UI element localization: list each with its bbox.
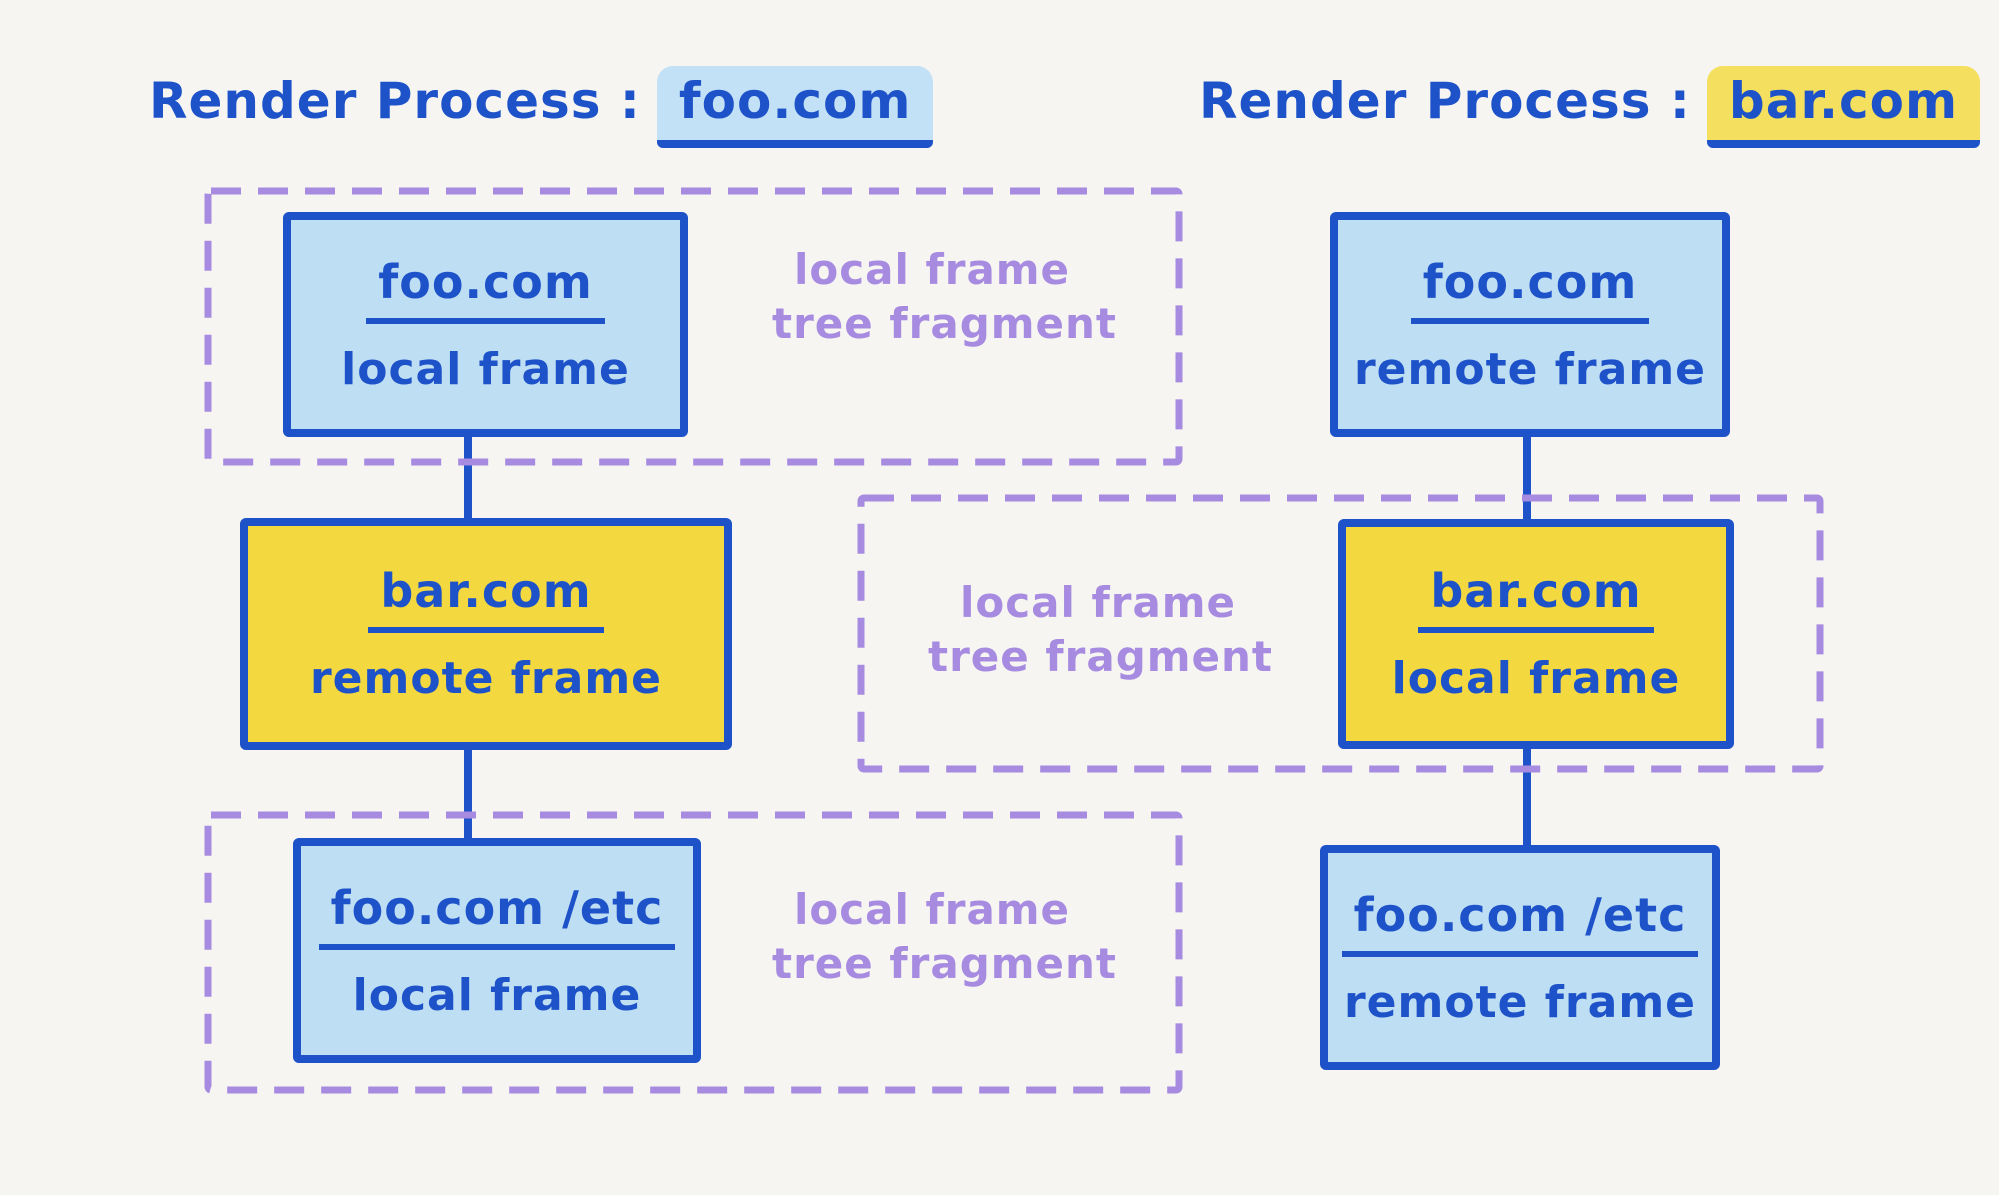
fragment-outline-middle-right (857, 494, 1824, 773)
node-foo-local-frame: foo.com local frame (283, 212, 688, 437)
node-foo-remote-frame: foo.com remote frame (1330, 212, 1730, 437)
node-frame-type-label: local frame (1391, 653, 1681, 704)
fragment-label-line: tree fragment (928, 631, 1274, 681)
fragment-label-line: local frame (959, 578, 1237, 627)
fragment-label-line: tree fragment (772, 298, 1118, 348)
node-domain-label: foo.com (366, 255, 605, 324)
node-frame-type-label: local frame (341, 343, 630, 395)
node-frame-type-label: remote frame (1343, 976, 1697, 1028)
render-process-foo-title-prefix: Render Process : (149, 72, 641, 130)
node-fooetc-remote-frame: foo.com /etc remote frame (1320, 845, 1720, 1070)
render-process-bar-title-domain-highlight: bar.com (1706, 66, 1981, 148)
render-process-bar-title: Render Process : bar.com (1199, 66, 1981, 148)
render-process-foo-title: Render Process : foo.com (149, 66, 934, 148)
fragment-label-line: local frame (793, 245, 1071, 294)
node-domain-label: foo.com /etc (318, 881, 676, 950)
node-frame-type-label: local frame (352, 969, 642, 1021)
local-frame-tree-fragment-label-middle-right: local frame tree fragment (928, 576, 1274, 684)
node-domain-label: foo.com /etc (1341, 888, 1699, 957)
node-fooetc-local-frame: foo.com /etc local frame (293, 838, 701, 1063)
node-frame-type-label: remote frame (309, 653, 663, 704)
fragment-label-line: local frame (793, 885, 1071, 934)
render-process-bar-title-prefix: Render Process : (1199, 72, 1691, 130)
fragment-label-line: tree fragment (772, 938, 1118, 988)
node-domain-label: bar.com (368, 564, 604, 633)
node-bar-remote-frame: bar.com remote frame (240, 518, 732, 750)
node-frame-type-label: remote frame (1353, 343, 1707, 395)
fragment-outline-bottom-left (204, 811, 1183, 1094)
local-frame-tree-fragment-label-top-left: local frame tree fragment (772, 243, 1118, 351)
node-bar-local-frame: bar.com local frame (1338, 519, 1734, 749)
render-process-foo-title-domain-highlight: foo.com (656, 66, 934, 148)
node-domain-label: bar.com (1418, 564, 1654, 633)
local-frame-tree-fragment-label-bottom-left: local frame tree fragment (772, 883, 1118, 991)
node-domain-label: foo.com (1410, 255, 1650, 324)
fragment-outline-top-left (204, 187, 1183, 466)
